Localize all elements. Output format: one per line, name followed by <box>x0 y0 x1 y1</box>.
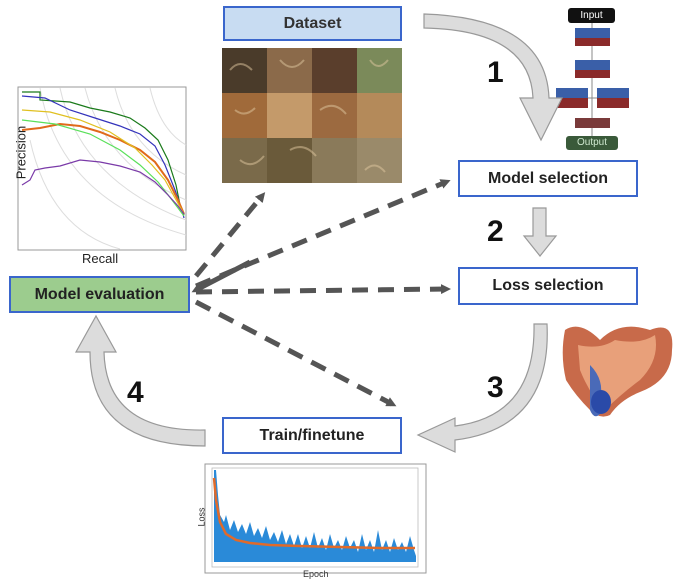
flow-arrow-2 <box>522 207 558 257</box>
dataset-box: Dataset <box>223 6 402 41</box>
dashed-arrows <box>191 179 451 407</box>
flow-arrow-4 <box>74 314 206 447</box>
flow-arrows <box>74 13 563 453</box>
train-finetune-box: Train/finetune <box>222 417 402 454</box>
network-output-label: Output <box>576 137 608 148</box>
network-input-label: Input <box>580 10 603 21</box>
network-diagram <box>556 8 629 150</box>
pr-xlabel: Recall <box>82 251 119 266</box>
dashed-arrow-dataset <box>194 192 266 278</box>
step-number-1: 1 <box>487 56 504 89</box>
dashed-arrow-model <box>195 179 451 289</box>
dataset-image <box>222 48 402 183</box>
flow-arrow-1 <box>423 13 563 142</box>
output-node <box>566 136 618 150</box>
loss-xlabel: Epoch <box>303 569 329 579</box>
loss-ylabel: Loss <box>196 507 207 527</box>
dashed-arrow-train <box>194 299 397 407</box>
dashed-arrow-loss <box>195 284 451 295</box>
step-number-2: 2 <box>487 215 504 248</box>
step-number-3: 3 <box>487 371 504 404</box>
loss-plot <box>204 463 427 574</box>
model-selection-box: Model selection <box>458 160 638 197</box>
loss-surface <box>562 326 673 417</box>
input-node <box>568 8 615 23</box>
loss-selection-box: Loss selection <box>458 267 638 305</box>
flow-arrow-3 <box>416 323 548 453</box>
step-number-4: 4 <box>127 376 144 409</box>
pr-ylabel: Precision <box>13 125 29 180</box>
dashed-arrow-back <box>191 259 252 293</box>
pr-curve-chart <box>17 86 187 251</box>
model-evaluation-box: Model evaluation <box>9 276 190 313</box>
